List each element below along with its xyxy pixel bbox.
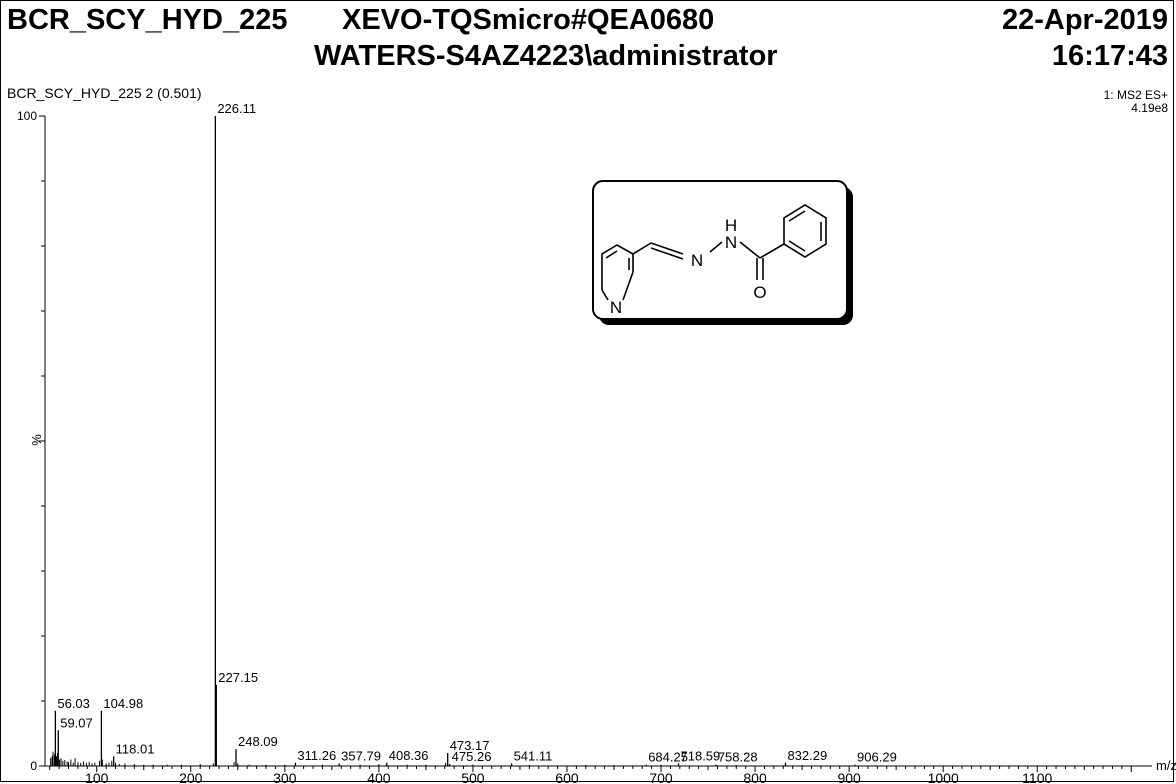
peak-label: 59.07 bbox=[60, 715, 93, 730]
x-tick-label: 100 bbox=[85, 770, 109, 784]
x-tick-label: 400 bbox=[367, 770, 391, 784]
molecule-bonds bbox=[601, 204, 827, 301]
x-tick-label: 600 bbox=[555, 770, 579, 784]
user-account: WATERS-S4AZ4223\administrator bbox=[314, 40, 778, 72]
peak-label: 226.11 bbox=[217, 101, 256, 116]
x-tick-label: 700 bbox=[649, 770, 673, 784]
structure-inset: N N N H O bbox=[592, 180, 853, 325]
sample-name-title: BCR_SCY_HYD_225 bbox=[7, 4, 288, 36]
peak-label: 684.25 bbox=[648, 750, 688, 765]
x-tick-label: 500 bbox=[461, 770, 485, 784]
axes: 0 100% 100 200 300 400 500 600 700 800 900 1000 1100… bbox=[17, 109, 1176, 784]
peak-label: 408.36 bbox=[389, 748, 429, 763]
acquisition-time: 16:17:43 bbox=[1051, 40, 1168, 72]
peak-label: 311.26 bbox=[297, 748, 336, 763]
y-tick-label: 0 bbox=[30, 759, 37, 773]
x-tick-label: 200 bbox=[179, 770, 203, 784]
peak-label: 541.11 bbox=[514, 748, 553, 763]
peak-label: 357.79 bbox=[341, 748, 381, 763]
peak-label: 56.03 bbox=[57, 696, 90, 711]
noise-peaks bbox=[50, 751, 803, 766]
peak-label: 718.59 bbox=[681, 748, 721, 763]
function-label: 1: MS2 ES+ bbox=[1104, 88, 1168, 102]
atom-label-n-amide: N bbox=[725, 233, 737, 252]
peak-label: 906.29 bbox=[857, 750, 897, 765]
labeled-peaks bbox=[54, 116, 856, 766]
y-axis-label: % bbox=[29, 434, 44, 446]
peak-label: 475.26 bbox=[452, 749, 492, 764]
x-tick-label: 900 bbox=[837, 770, 861, 784]
peak-label: 758.28 bbox=[718, 750, 758, 765]
acquisition-date: 22-Apr-2019 bbox=[1001, 4, 1168, 36]
atom-label-n-imine: N bbox=[691, 251, 703, 270]
atom-label-n-ring: N bbox=[610, 298, 622, 317]
intensity-label: 4.19e8 bbox=[1131, 101, 1168, 115]
peak-label: 104.98 bbox=[103, 696, 143, 711]
peak-label: 118.01 bbox=[116, 741, 155, 756]
instrument-title: XEVO-TQSmicro#QEA0680 bbox=[342, 4, 715, 36]
peak-label: 473.17 bbox=[450, 738, 490, 753]
peak-label: 832.29 bbox=[787, 748, 827, 763]
peak-label: 248.09 bbox=[238, 734, 278, 749]
atom-label-h-amide: H bbox=[725, 216, 737, 235]
x-axis-label: m/z bbox=[1156, 758, 1176, 773]
peak-label: 227.15 bbox=[218, 670, 258, 685]
atom-label-o-carbonyl: O bbox=[753, 283, 766, 302]
x-tick-label: 300 bbox=[273, 770, 297, 784]
peak-labels: 226.11 227.15 56.03 104.98 59.07 118.01 248.09… bbox=[57, 101, 896, 765]
x-tick-label: 800 bbox=[743, 770, 767, 784]
y-tick-label: 100 bbox=[17, 109, 37, 123]
scan-label: BCR_SCY_HYD_225 2 (0.501) bbox=[7, 85, 202, 101]
x-tick-label: 1000 bbox=[928, 770, 959, 784]
x-tick-label: 1100 bbox=[1022, 770, 1052, 784]
inset-box bbox=[592, 180, 848, 320]
